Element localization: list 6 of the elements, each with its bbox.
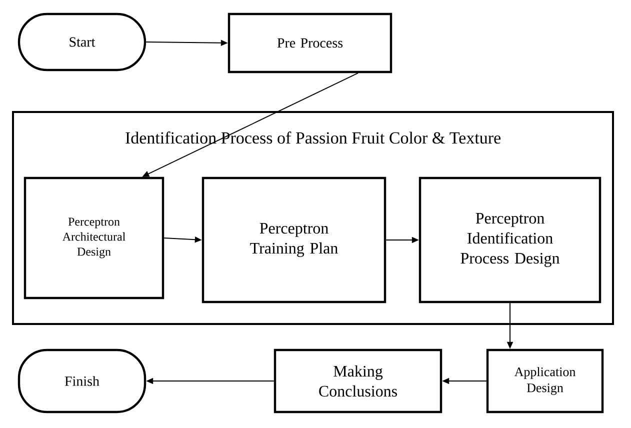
process-box: Perceptron Identification Process Design — [418, 176, 602, 304]
process-box: Application Design — [486, 348, 604, 414]
process-box: Pre Process — [228, 12, 392, 74]
process-box: Perceptron Architectural Design — [24, 176, 164, 300]
process-box: Perceptron Training Plan — [202, 176, 386, 304]
process-box: Making Conclusions — [274, 348, 442, 414]
